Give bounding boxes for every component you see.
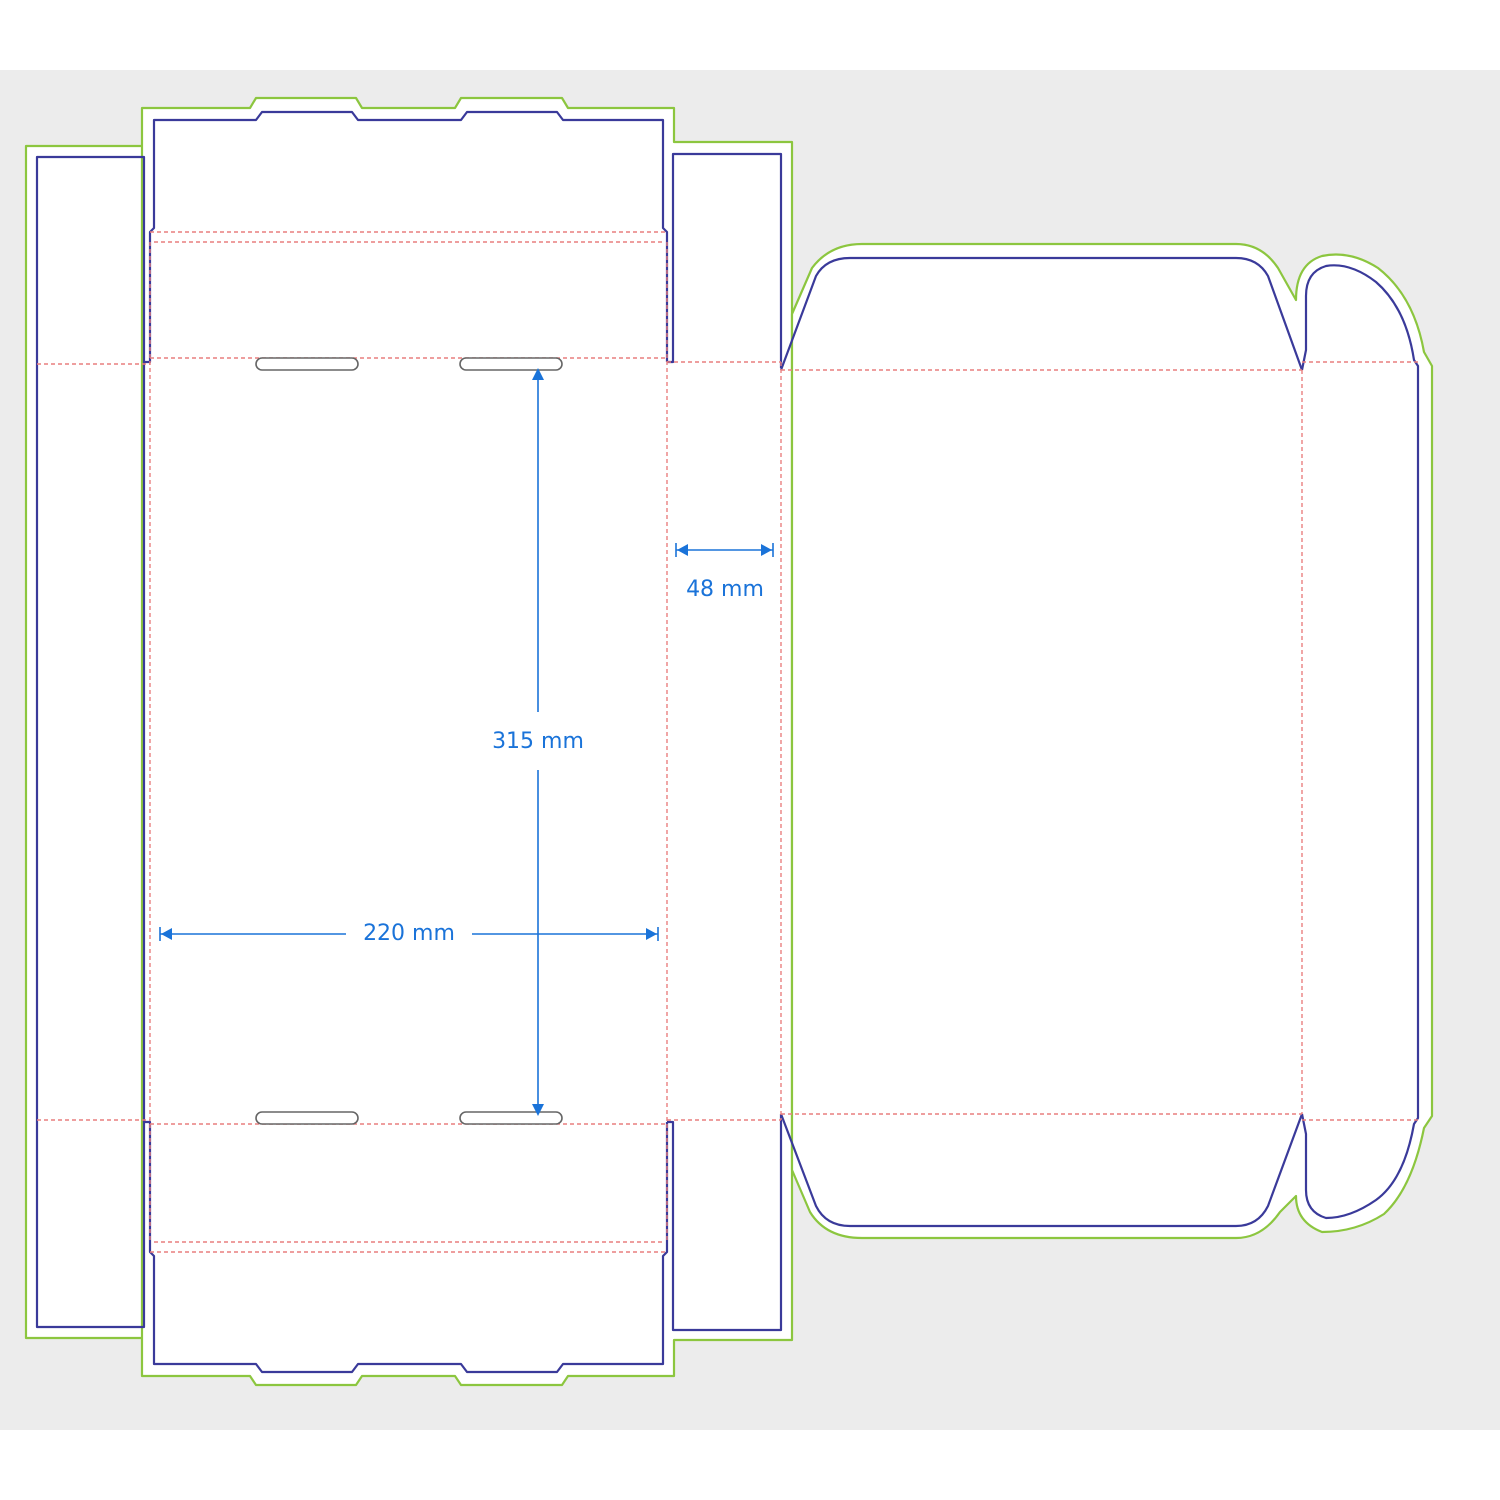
slot-bottom-right (459, 1111, 563, 1125)
slot-top-right (459, 357, 563, 371)
dimension-48: 48 mm (675, 543, 774, 602)
slot-bottom-left (255, 1111, 359, 1125)
dimension-315-label: 315 mm (492, 729, 584, 754)
bleed-lid-piece (790, 242, 1434, 1240)
crease-lines (37, 231, 1418, 1253)
dimension-48-arrow-right-icon (761, 544, 772, 556)
dimension-220-arrow-right-icon (646, 928, 657, 940)
cut-lid-bottom-flap (779, 1113, 1304, 1228)
bleed-outline (24, 96, 1434, 1387)
dimension-315: 315 mm (492, 368, 584, 1116)
slots (255, 357, 563, 1125)
dimension-315-arrow-bottom-icon (532, 1104, 544, 1116)
bleed-main-panel (140, 96, 794, 1387)
cut-side-strip-bottom (667, 1114, 783, 1332)
dimension-315-arrow-top-icon (532, 368, 544, 380)
dimension-220-label: 220 mm (363, 921, 455, 946)
cut-lid-top-flap (779, 256, 1304, 371)
dimension-220: 220 mm (159, 921, 659, 946)
cut-lines (35, 110, 1420, 1374)
dimension-220-arrow-left-icon (161, 928, 172, 940)
cut-tuck-top (1300, 264, 1420, 1220)
dimension-48-label: 48 mm (686, 577, 764, 602)
dimension-48-arrow-left-icon (677, 544, 688, 556)
cut-left-strip (35, 155, 146, 1329)
bleed-left-strip (24, 144, 152, 1340)
cut-top-flap (144, 110, 669, 364)
slot-top-left (255, 357, 359, 371)
cut-bottom-flap (144, 1120, 669, 1374)
